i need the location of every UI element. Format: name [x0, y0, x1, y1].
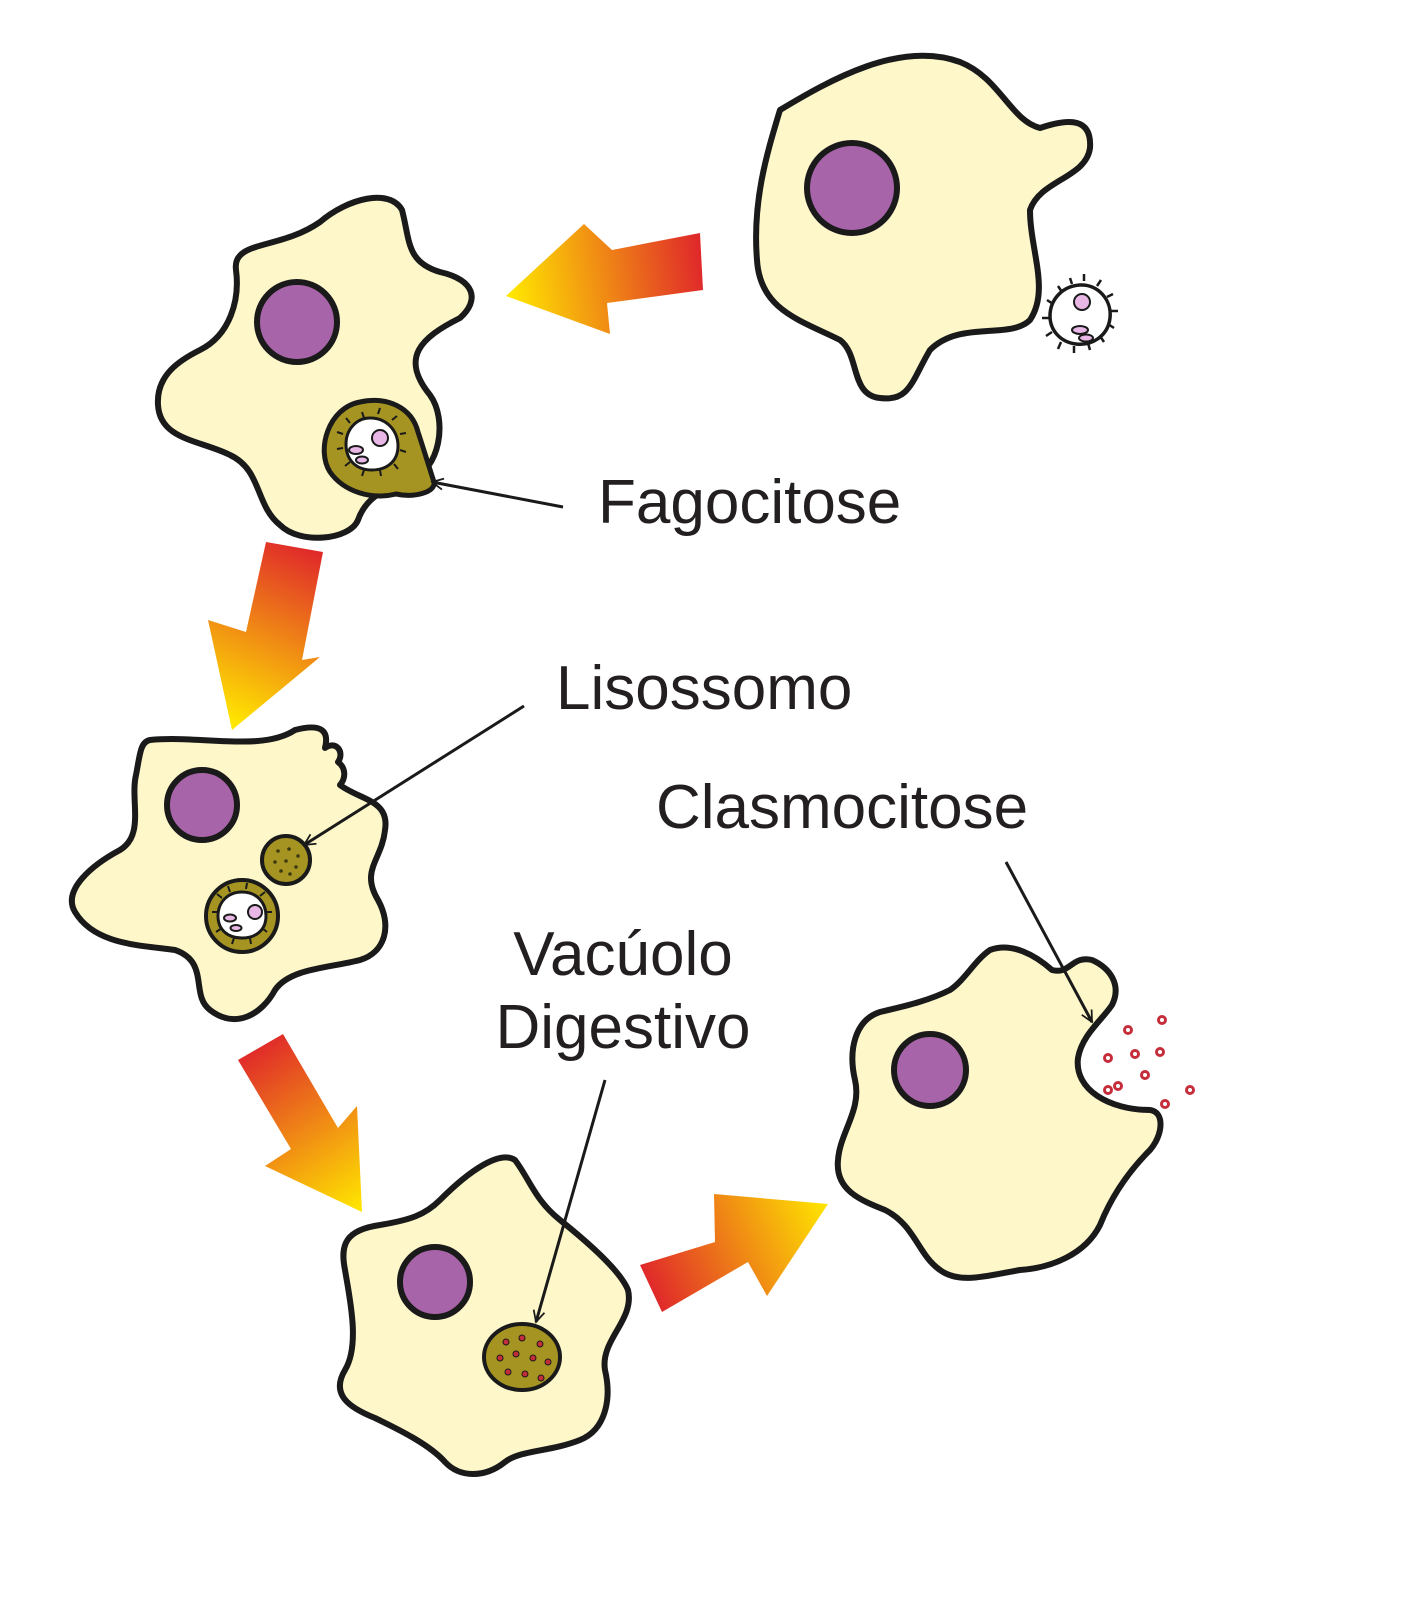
cell-5-nucleus	[891, 1031, 969, 1109]
lysosome-granules	[273, 847, 300, 876]
digested-particles	[496, 1334, 552, 1382]
bacterium-nucleus	[1073, 293, 1091, 311]
cell-4-macrophage	[336, 1154, 632, 1477]
bacterium	[1042, 274, 1118, 353]
cell-1-membrane	[753, 52, 1094, 402]
cell-5-membrane	[834, 944, 1164, 1281]
cell-4-membrane	[336, 1154, 632, 1477]
flow-arrow-1	[506, 224, 703, 334]
cell-1-macrophage	[753, 52, 1094, 402]
vacuolo-pointer	[536, 1079, 607, 1322]
clasmocitose-pointer	[1004, 861, 1094, 1022]
cell-3-macrophage	[69, 724, 389, 1023]
cell-4-digestive-vacuole	[482, 1322, 562, 1392]
cell-2-nucleus	[254, 279, 340, 365]
cell-2-engulfed-bacterium	[336, 407, 407, 477]
label-fagocitose: Fagocitose	[598, 468, 902, 537]
cell-1-nucleus	[804, 140, 900, 236]
label-vacuolo-line1: Vacúolo	[513, 920, 733, 989]
expelled-particles	[1103, 1015, 1195, 1109]
label-vacuolo-line2: Digestivo	[495, 993, 751, 1063]
cell-3-nucleus	[164, 767, 240, 843]
lisossomo-pointer	[304, 704, 525, 847]
label-clasmocitose: Clasmocitose	[656, 773, 1029, 842]
flow-arrow-3	[238, 1034, 362, 1212]
cell-3-engulfed-bacterium	[212, 882, 272, 945]
cell-2-macrophage	[154, 194, 475, 541]
flow-arrow-4	[640, 1194, 828, 1312]
cell-3-membrane	[69, 724, 389, 1023]
flow-arrow-2	[208, 542, 323, 730]
fagocitose-pointer	[432, 482, 564, 509]
cell-4-nucleus	[397, 1244, 473, 1320]
bacterium-body	[1048, 283, 1112, 346]
label-vacuolo-digestivo: Vacúolo Digestivo	[488, 918, 758, 1064]
label-lisossomo: Lisossomo	[556, 654, 853, 723]
cell-5-macrophage	[834, 944, 1195, 1281]
